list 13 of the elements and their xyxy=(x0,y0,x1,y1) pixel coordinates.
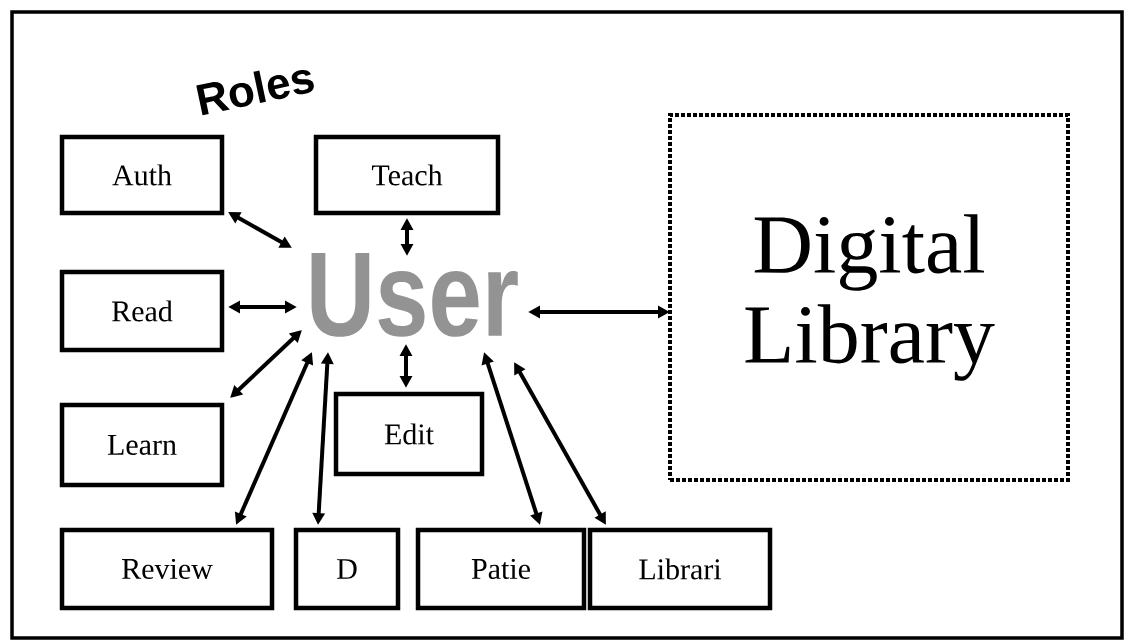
role-box: D xyxy=(293,527,401,611)
title: Roles xyxy=(196,69,314,116)
role-box: Edit xyxy=(333,391,485,477)
role-box: Read xyxy=(59,269,225,353)
library-box: Digital Library xyxy=(668,113,1070,482)
arrow xyxy=(230,330,302,398)
role-box: Review xyxy=(59,527,275,611)
role-box: Patie xyxy=(415,527,587,611)
user-label: User xyxy=(311,253,518,337)
role-box: Teach xyxy=(313,134,501,216)
role-box: Auth xyxy=(59,134,225,216)
role-box: Librari xyxy=(587,527,773,611)
role-box: Learn xyxy=(59,402,225,488)
